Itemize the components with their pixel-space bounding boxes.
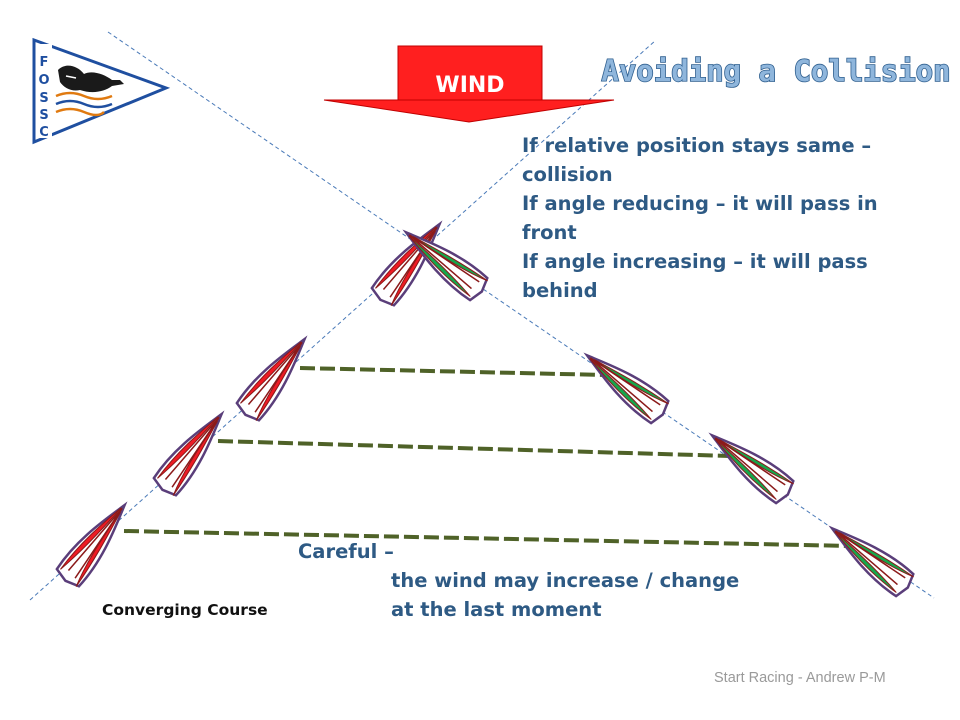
- rule-line: If relative position stays same –: [522, 134, 872, 157]
- collision-rules: If relative position stays same – collisi…: [522, 131, 954, 305]
- red-boat-course-line: [29, 39, 657, 601]
- logo-letter: C: [39, 125, 49, 140]
- rule-line: If angle reducing – it will pass in: [522, 192, 878, 215]
- careful-note-line: the wind may increase / change: [391, 569, 740, 592]
- bearing-line: [299, 366, 607, 377]
- green-boat-course-line: [107, 31, 935, 599]
- logo-letter: S: [39, 91, 48, 106]
- bearing-line: [217, 439, 731, 458]
- goose-icon: [55, 65, 124, 117]
- sailboat: [402, 229, 489, 302]
- sailboat: [708, 432, 795, 505]
- wind-label: WIND: [435, 73, 504, 98]
- sailboat: [152, 410, 225, 497]
- careful-note-line: Careful –: [298, 540, 394, 563]
- rule-line: behind: [522, 279, 598, 302]
- sailboat: [55, 501, 128, 588]
- diagram-caption: Converging Course: [102, 601, 268, 619]
- logo-letter: O: [38, 73, 49, 88]
- careful-note-line: at the last moment: [391, 598, 602, 621]
- sailboat: [583, 352, 670, 425]
- club-logo: F O S S C: [32, 37, 171, 145]
- logo-letter: F: [40, 55, 49, 70]
- rule-line: collision: [522, 163, 613, 186]
- sailboat: [828, 525, 915, 598]
- rule-line: If angle increasing – it will pass: [522, 250, 868, 273]
- wind-indicator: WIND: [323, 45, 615, 123]
- slide-footer: Start Racing - Andrew P-M: [714, 670, 886, 686]
- green-boats: [402, 229, 915, 598]
- rule-line: front: [522, 221, 577, 244]
- logo-letter: S: [39, 108, 48, 123]
- bearing-line: [123, 529, 853, 548]
- bearing-lines: [123, 366, 853, 548]
- slide-title: Avoiding a Collision: [601, 54, 950, 88]
- sailboat: [235, 335, 308, 422]
